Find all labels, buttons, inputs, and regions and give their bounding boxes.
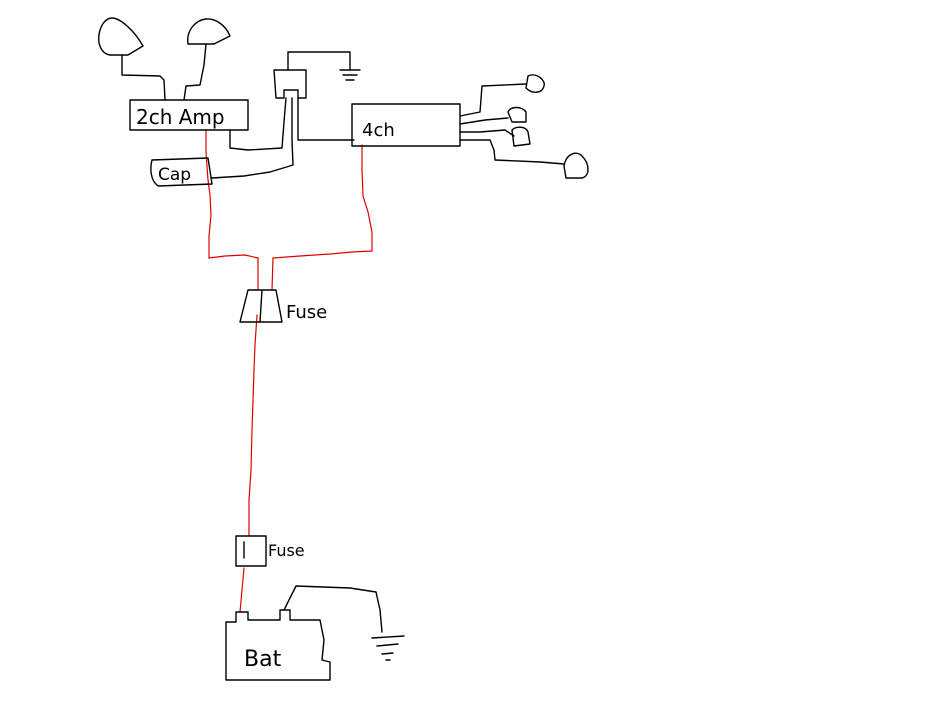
power-wire-to-4ch-amp <box>272 144 373 259</box>
speaker-icon <box>511 126 531 147</box>
fuse-lower-label: Fuse <box>268 541 305 560</box>
4ch-amp-label: 4ch <box>362 120 395 141</box>
speaker-icon <box>98 17 166 101</box>
power-wire-to-2ch-amp <box>205 129 259 259</box>
power-wire-battery-to-lower-fuse <box>239 567 245 613</box>
fuse-upper: Fuse <box>239 289 327 323</box>
fuse-lower: Fuse <box>235 535 305 567</box>
battery-ground-wire <box>283 585 383 633</box>
cap-label: Cap <box>158 165 191 185</box>
4ch-speaker-wires <box>459 83 565 165</box>
4ch-amp: 4ch <box>351 103 461 147</box>
capacitor: Cap <box>150 157 213 187</box>
power-wires <box>205 129 373 613</box>
power-wire-lower-to-upper-fuse <box>248 314 258 537</box>
battery-label: Bat <box>244 647 282 672</box>
ground-icon <box>371 635 405 661</box>
speaker-icon <box>507 106 527 123</box>
ground-icon <box>339 69 361 81</box>
battery: Bat <box>225 609 331 681</box>
power-wire-fuse-right <box>271 257 274 291</box>
speaker-icon <box>563 152 589 179</box>
speaker-icon <box>525 74 545 93</box>
fuse-upper-label: Fuse <box>286 302 327 323</box>
2ch-amp-label: 2ch Amp <box>136 105 225 129</box>
2ch-amp: 2ch Amp <box>129 99 249 131</box>
signal-junction <box>211 51 355 179</box>
speaker-icon <box>183 18 231 101</box>
